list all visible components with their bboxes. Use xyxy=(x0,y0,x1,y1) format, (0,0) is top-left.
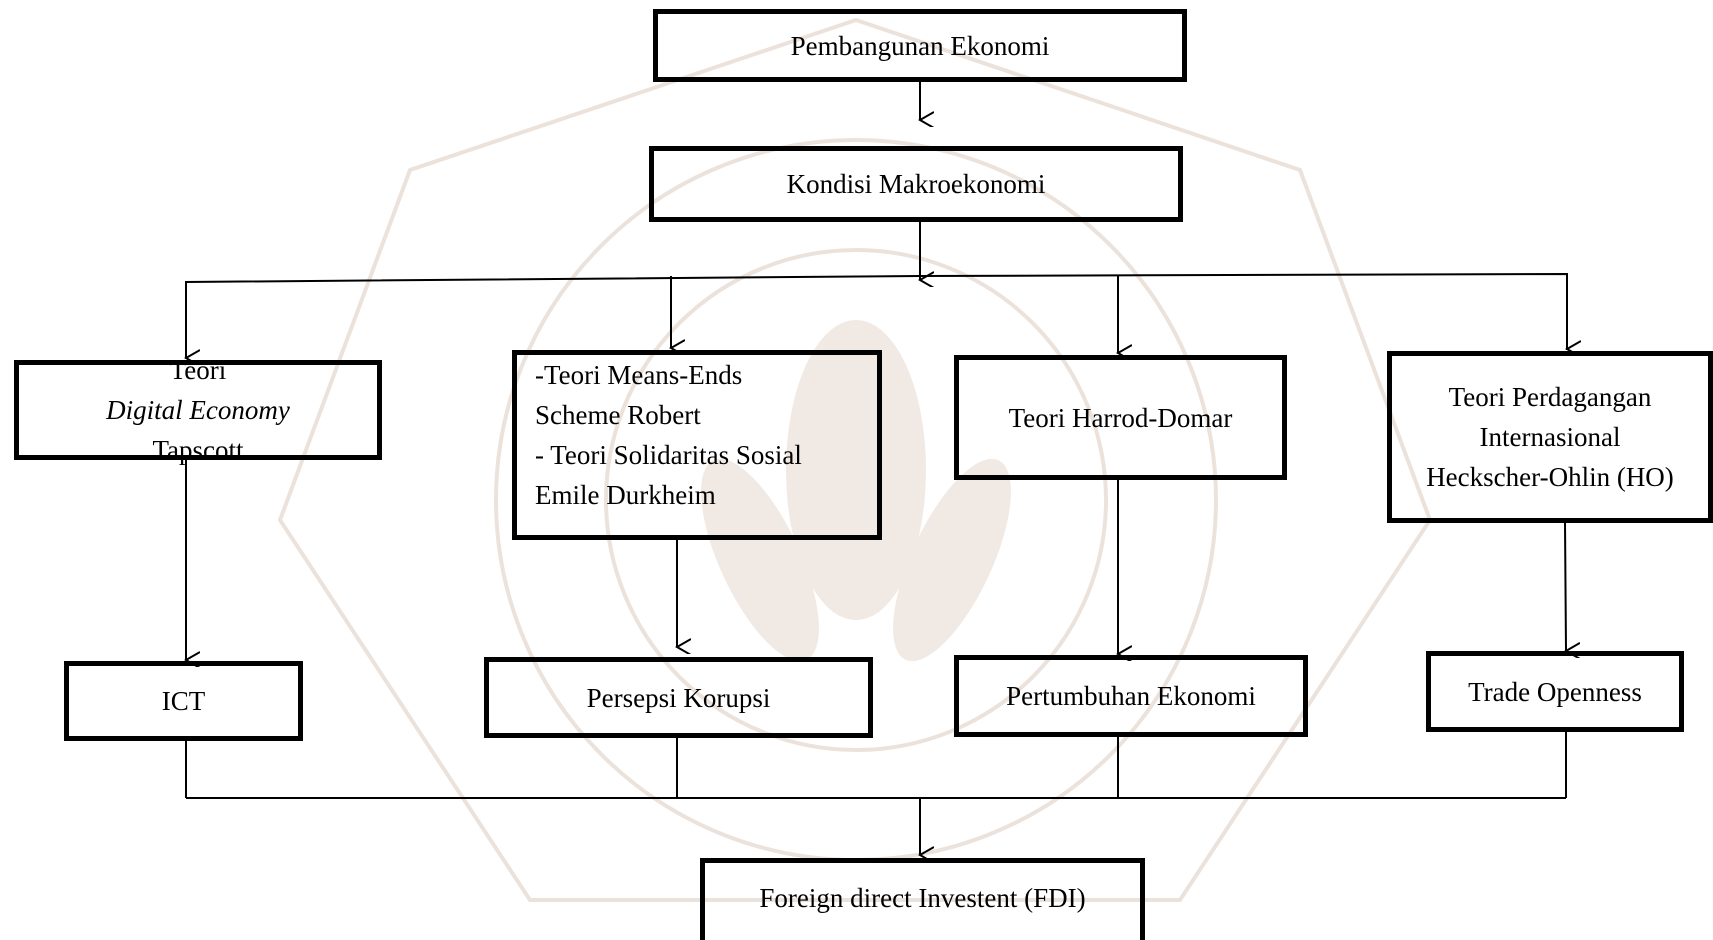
node-label-line1: Teori Digital Economy xyxy=(106,355,290,425)
node-label-line4: Emile Durkheim xyxy=(535,480,716,510)
node-teori-perdagangan-internasional: Teori Perdagangan Internasional Hecksche… xyxy=(1387,351,1713,523)
branch-line-right xyxy=(919,272,1568,350)
node-label-line3: Heckscher-Ohlin (HO) xyxy=(1426,462,1674,492)
node-label-line2: Internasional xyxy=(1479,422,1621,452)
node-label: ICT xyxy=(161,686,206,716)
node-kondisi-makroekonomi: Kondisi Makroekonomi xyxy=(649,146,1183,222)
node-label-line2: Scheme Robert xyxy=(535,400,701,430)
node-trade-openness: Trade Openness xyxy=(1426,651,1684,732)
node-ict: ICT xyxy=(64,661,303,741)
node-label: Pertumbuhan Ekonomi xyxy=(1006,681,1256,711)
node-label-line3: - Teori Solidaritas Sosial xyxy=(535,440,802,470)
node-pertumbuhan-ekonomi: Pertumbuhan Ekonomi xyxy=(954,655,1308,737)
node-label-line1: -Teori Means-Ends xyxy=(535,360,743,390)
node-teori-digital-economy: Teori Digital Economy Tapscott xyxy=(14,355,382,465)
node-label: Trade Openness xyxy=(1468,676,1642,707)
node-label: Persepsi Korupsi xyxy=(586,682,771,713)
node-label: Pembangunan Ekonomi xyxy=(790,30,1050,61)
node-pembangunan-ekonomi: Pembangunan Ekonomi xyxy=(653,9,1187,82)
node-label-line2: Tapscott xyxy=(152,435,244,465)
arrow-theory4-to-var4 xyxy=(1565,522,1566,651)
node-label: Teori Harrod-Domar xyxy=(1008,402,1233,433)
node-label-line1: Teori Perdagangan xyxy=(1448,382,1652,412)
node-persepsi-korupsi: Persepsi Korupsi xyxy=(484,657,873,738)
node-label: Foreign direct Investent (FDI) xyxy=(759,882,1086,913)
node-teori-means-ends: -Teori Means-Ends Scheme Robert - Teori … xyxy=(512,350,882,540)
node-teori-harrod-domar: Teori Harrod-Domar xyxy=(954,355,1287,480)
node-foreign-direct-investment: Foreign direct Investent (FDI) xyxy=(700,858,1145,940)
node-label: Kondisi Makroekonomi xyxy=(786,169,1046,199)
branch-line-left xyxy=(185,275,921,350)
